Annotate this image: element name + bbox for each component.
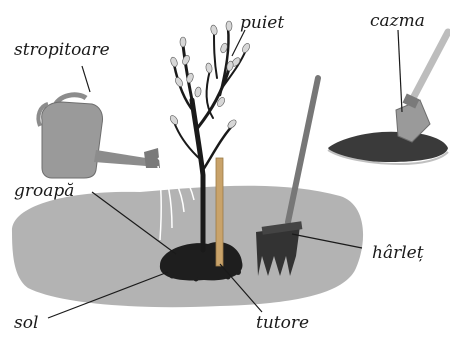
- label-sol: sol: [14, 313, 38, 333]
- leader-stropitoare: [82, 66, 90, 92]
- leader-cazma: [398, 30, 402, 112]
- stake: [216, 158, 223, 266]
- watering-can: [38, 95, 160, 178]
- label-cazma: cazma: [370, 11, 425, 31]
- label-groapa: groapă: [14, 181, 74, 201]
- label-tutore: tutore: [256, 313, 309, 333]
- label-stropitoare: stropitoare: [14, 40, 110, 60]
- spade-inset: [328, 32, 448, 164]
- label-puiet: puiet: [240, 13, 284, 33]
- label-harlet: hârleț: [372, 243, 424, 263]
